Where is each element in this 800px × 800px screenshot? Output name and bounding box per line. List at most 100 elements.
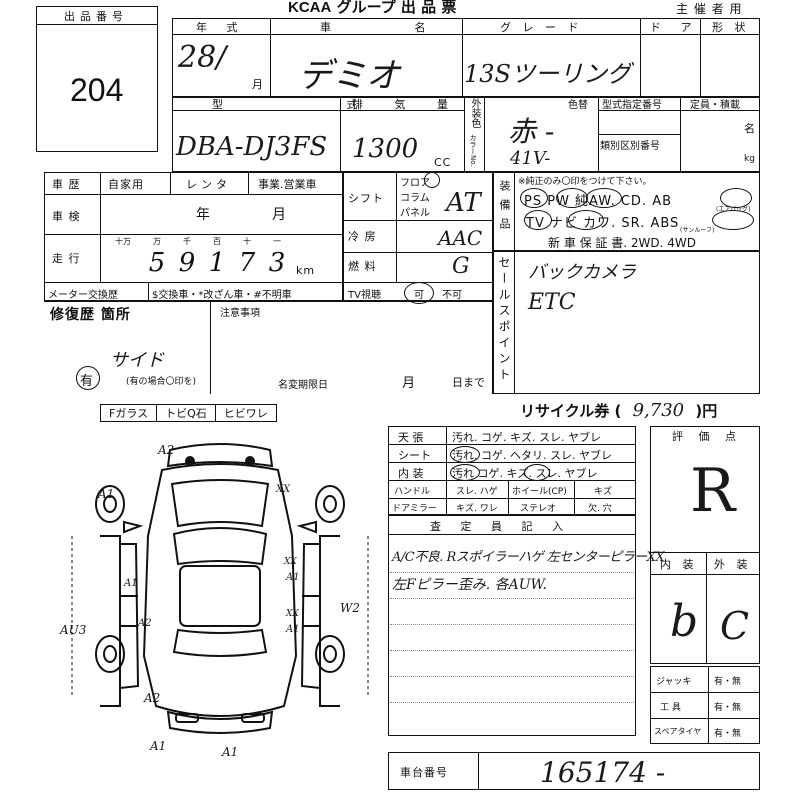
- interior-row-items: 汚れ. コゲ. ヘタリ. スレ. ヤブレ: [452, 449, 612, 462]
- rental-label: レンタ: [186, 178, 231, 191]
- row2-frame: [172, 96, 760, 172]
- inspection-year-unit: 年: [196, 207, 211, 223]
- shift-value: AT: [446, 188, 481, 218]
- deadline-month-unit: 月: [402, 376, 417, 391]
- inspector-line2: 左Fピラー歪み. 各AUW.: [392, 577, 547, 593]
- glass-cells: Fガラス トビQ石 ヒビワレ: [100, 404, 277, 422]
- grade-exterior-value: C: [720, 604, 750, 648]
- aw-circle: [586, 188, 622, 208]
- type-value: DBA-DJ3FS: [176, 132, 328, 162]
- lot-number-label: 出品番号: [64, 10, 128, 23]
- recycle-label: リサイクル券: [520, 402, 610, 420]
- recycle-row: リサイクル券 ( 9,730 )円: [520, 400, 717, 421]
- digit-label: 千: [183, 237, 191, 246]
- tool-name: スペアタイヤ: [654, 727, 702, 736]
- damage-mark: A1: [97, 487, 114, 501]
- damage-mark: A1: [123, 578, 138, 589]
- deadline-day-unit: 日まで: [452, 376, 485, 389]
- ac-value: AAC: [438, 226, 483, 250]
- digit-label: 百: [213, 237, 221, 246]
- model-label: 車 名: [320, 21, 466, 34]
- chassis-frame: [388, 752, 760, 790]
- deadline-label: 名変期限日: [278, 380, 328, 391]
- km-unit: km: [296, 264, 316, 277]
- fuel-label: 燃 料: [348, 260, 377, 273]
- ac-label: 冷 房: [348, 230, 377, 243]
- notes-label: 注意事項: [220, 308, 260, 319]
- shape-label: 形 状: [712, 21, 750, 34]
- sunroof-note: (サンルーフ): [680, 227, 715, 234]
- repair-value: サイド: [110, 350, 164, 371]
- wheel-label: ホイール(CP): [512, 487, 567, 497]
- damage-mark: A2: [143, 691, 160, 705]
- lot-number-box: [36, 6, 158, 152]
- damage-mark: A1: [285, 624, 300, 635]
- displacement-label: 排 気 量: [352, 98, 462, 111]
- tv-circle: [404, 282, 434, 304]
- digit-label: 一: [273, 237, 281, 246]
- damage-mark: A2: [137, 618, 152, 629]
- pw-circle: [556, 188, 588, 208]
- navi-circle: [568, 210, 604, 230]
- organizer-label: 主 催 者 用: [676, 2, 743, 16]
- shift-floor: フロア: [400, 178, 430, 189]
- meter-label: メーター交換歴: [48, 290, 118, 301]
- brand-name: KCAA: [288, 0, 332, 16]
- chassis-value: 165174 -: [540, 756, 666, 789]
- inspection-month-unit: 月: [272, 207, 287, 223]
- mileage-digits: 5 9 1 7 3: [142, 248, 292, 278]
- interior-stain-circle: [450, 464, 480, 481]
- interior-row-name: シート: [398, 449, 431, 462]
- digit-label: 十: [243, 237, 251, 246]
- repair-mark-circle: [76, 366, 100, 390]
- displacement-value: 1300: [352, 134, 419, 164]
- tools-frame: [650, 666, 760, 744]
- glass-cell: Fガラス: [101, 405, 158, 421]
- sales-point-line1: バックカメラ: [528, 262, 636, 283]
- mileage-digit: 1: [208, 248, 226, 278]
- category-label: 類別区別番号: [600, 141, 660, 152]
- tv-no: 不可: [442, 290, 462, 301]
- glass-cell: ヒビワレ: [223, 407, 268, 420]
- equipment-note: ※純正のみ〇印をつけて下さい。: [518, 177, 652, 187]
- grade-label: グ レ ー ド: [500, 21, 583, 34]
- mirror-label: ドアミラー: [392, 504, 437, 514]
- inspection-label: 車 検: [52, 210, 81, 223]
- damage-mark: XX: [275, 484, 291, 495]
- mileage-digit: 9: [178, 248, 196, 278]
- mileage-digit: 3: [268, 248, 286, 278]
- grade-exterior-label: 外 装: [714, 558, 752, 571]
- damage-mark: XX: [283, 557, 297, 567]
- tool-value: 有・無: [714, 729, 742, 739]
- year-value: 28/: [178, 40, 227, 75]
- tool-name: ジャッキ: [656, 677, 692, 687]
- sales-point-line2: ETC: [528, 290, 576, 315]
- grade-interior-value: b: [670, 596, 699, 647]
- capacity-label: 定員・積載: [690, 100, 740, 111]
- recycle-unit: )円: [695, 402, 718, 420]
- equipment-frame: [492, 172, 760, 252]
- sales-point-frame: [492, 250, 760, 394]
- interior-row-name: 内 装: [398, 467, 424, 480]
- stereo-label: ステレオ: [520, 504, 557, 514]
- mileage-label: 走 行: [52, 252, 81, 265]
- chassis-label: 車台番号: [400, 766, 448, 779]
- tv-equip-circle: [524, 210, 552, 230]
- lot-number: 204: [70, 72, 124, 108]
- color-label: 外装色: [469, 98, 480, 128]
- color-change-label: 色替: [568, 100, 588, 111]
- fuel-value: G: [452, 254, 470, 279]
- mileage-digit: 5: [148, 248, 166, 278]
- color-no-value: 41V-: [510, 148, 551, 169]
- damage-mark: W2: [340, 601, 360, 615]
- mirror-items: キズ. ワレ: [456, 504, 498, 514]
- history-label: 車 歴: [52, 178, 81, 191]
- damage-mark: A1: [149, 739, 166, 753]
- repair-mark: 有: [80, 374, 95, 389]
- grade-value: R: [690, 456, 736, 526]
- persons-unit: 名: [744, 122, 756, 135]
- seat-stain-circle: [450, 446, 480, 463]
- type-label: 型 式: [212, 98, 418, 111]
- shift-panel: パネル: [400, 208, 430, 219]
- wheel-items: キズ: [594, 487, 613, 497]
